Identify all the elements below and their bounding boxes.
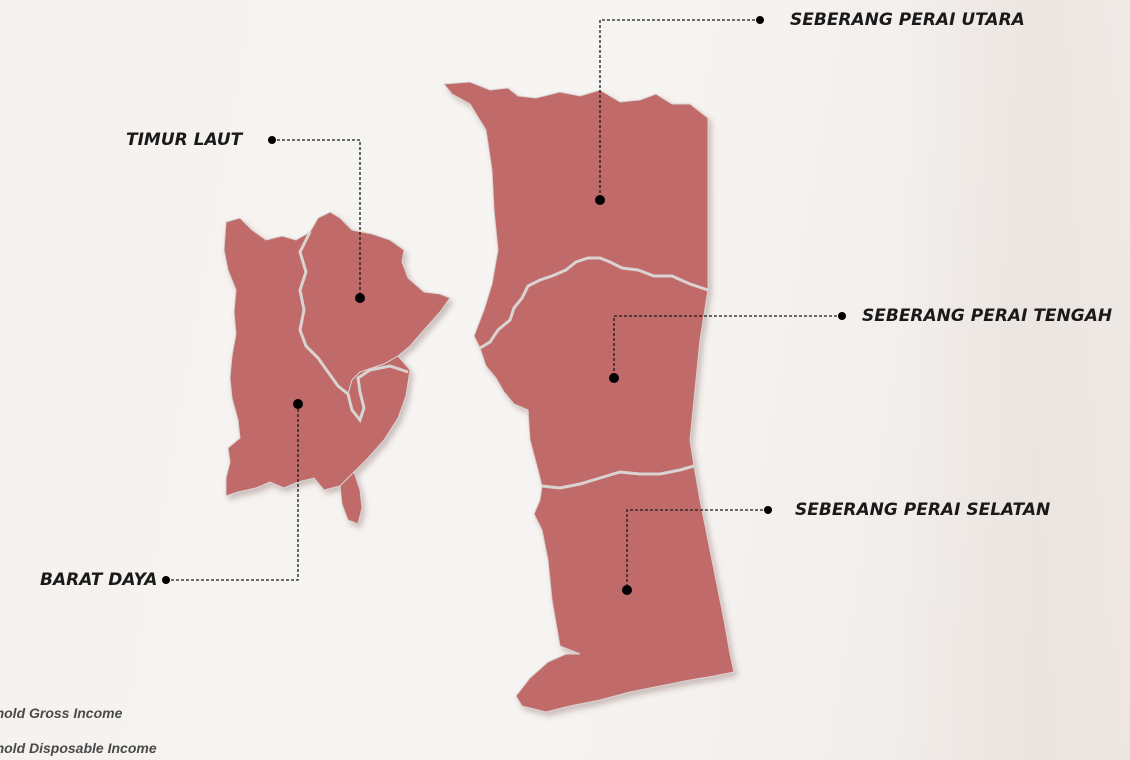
legend-disposable-income-text: sehold Disposable Income (0, 740, 157, 756)
leader-line-seberang-perai-tengah (613, 315, 842, 378)
label-barat-daya: BARAT DAYA (40, 570, 158, 590)
leader-dot-barat-daya-label (162, 576, 170, 584)
label-timur-laut: TIMUR LAUT (126, 130, 243, 150)
leader-line-seberang-perai-selatan (626, 509, 768, 590)
label-seberang-perai-utara: SEBERANG PERAI UTARA (790, 10, 1025, 30)
leader-dot-sp-selatan-label (764, 506, 772, 514)
leader-dot-sp-utara-label (756, 16, 764, 24)
label-seberang-perai-selatan: SEBERANG PERAI SELATAN (795, 500, 1051, 520)
leader-dot-sp-selatan-region (622, 585, 632, 595)
leader-line-barat-daya (166, 404, 299, 581)
sp-utara-tengah-border (479, 256, 709, 350)
leader-dot-timur-laut-label (268, 136, 276, 144)
island-district-border (298, 231, 409, 424)
sp-tengah-selatan-border (541, 464, 695, 490)
leader-dot-barat-daya-region (293, 399, 303, 409)
leader-dot-sp-tengah-label (838, 312, 846, 320)
region-barat-daya-tip[interactable] (339, 471, 363, 525)
legend-gross-income-text: sehold Gross Income (0, 705, 123, 721)
label-seberang-perai-tengah: SEBERANG PERAI TENGAH (862, 306, 1113, 326)
leader-line-seberang-perai-utara (599, 19, 760, 200)
leader-dot-sp-tengah-region (609, 373, 619, 383)
legend-gross-income: sehold Gross Income (0, 705, 142, 721)
leader-dot-timur-laut-region (355, 293, 365, 303)
legend-disposable-income: sehold Disposable Income (0, 740, 177, 756)
leader-dot-sp-utara-region (595, 195, 605, 205)
leader-line-timur-laut (272, 139, 361, 298)
